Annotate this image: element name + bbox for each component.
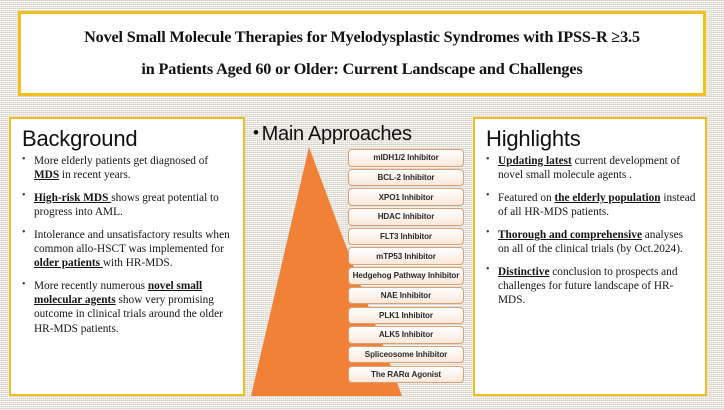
background-bullet-text: Intolerance and unsatisfactory results w… [34,228,230,256]
main-approaches-heading: •Main Approaches [253,123,412,146]
background-bullet-item: High-risk MDS shows great potential to p… [21,190,234,219]
highlights-panel-heading: Highlights [486,126,581,151]
highlights-bullet-item: Featured on the elderly population inste… [485,190,696,219]
background-bullet-text: More recently numerous [34,280,148,293]
background-bullet-text: More elderly patients get diagnosed of [34,155,209,167]
highlights-bullet-emphasis: Distinctive [498,265,550,278]
drug-class-box: Spliceosome Inhibitor [348,345,464,364]
background-bullet-list: More elderly patients get diagnosed of M… [11,153,243,336]
background-panel-heading: Background [22,126,138,151]
drug-class-box: HDAC Inhibitor [348,208,464,226]
highlights-bullet-item: Distinctive conclusion to prospects and … [485,264,696,308]
main-approaches-heading-text: Main Approaches [261,123,412,145]
highlights-bullet-text: analyses on all of the clinical trials (… [498,228,684,256]
drug-class-box: BCL-2 Inhibitor [348,168,464,187]
background-bullet-item: More recently numerous novel small molec… [21,279,234,336]
background-bullet-emphasis: MDS [34,169,60,182]
poster-title-line-2: in Patients Aged 60 or Older: Current La… [141,60,583,78]
highlights-bullet-emphasis: the elderly population [554,191,661,204]
poster-title-box: Novel Small Molecule Therapies for Myelo… [18,11,706,96]
drug-class-box: Hedgehog Pathway Inhibitor [348,267,464,285]
bullet-glyph-icon: • [253,123,259,142]
highlights-bullet-item: Updating latest current development of n… [485,153,696,182]
background-bullet-emphasis: novel small molecular agents [34,280,203,307]
background-bullet-item: More elderly patients get diagnosed of M… [21,153,234,182]
background-bullet-text: shows great potential to progress into A… [34,191,219,219]
drug-class-box: mTP53 Inhibitor [348,247,464,266]
background-bullet-text: in recent years. [59,169,131,182]
background-bullet-text: show very promising outcome in clinical … [34,294,223,335]
poster-title-line-1: Novel Small Molecule Therapies for Myelo… [84,28,640,46]
highlights-bullet-list: Updating latest current development of n… [475,153,705,308]
background-bullet-text: with HR-MDS. [102,257,173,270]
drug-class-box: PLK1 Inhibitor [348,306,464,325]
highlights-bullet-text: current development of novel small molec… [498,155,680,182]
drug-class-box: The RARα Agonist [348,365,464,384]
drug-class-box: XPO1 Inhibitor [348,188,464,206]
background-bullet-emphasis: older patients [34,257,103,270]
drug-class-box: mIDH1/2 Inhibitor [348,149,464,167]
drug-class-box: FLT3 Inhibitor [348,227,464,246]
background-bullet-item: Intolerance and unsatisfactory results w… [21,227,234,271]
highlights-bullet-text: conclusion to prospects and challenges f… [498,265,678,307]
highlights-bullet-emphasis: Updating latest [498,155,572,167]
background-bullet-emphasis: High-risk MDS [34,191,112,204]
highlights-bullet-emphasis: Thorough and comprehensive [498,228,642,241]
drug-class-box: NAE Inhibitor [348,286,464,305]
highlights-bullet-item: Thorough and comprehensive analyses on a… [485,227,696,256]
background-panel: Background More elderly patients get dia… [9,117,245,396]
highlights-bullet-text: Featured on [498,191,555,204]
highlights-panel: Highlights Updating latest current devel… [473,117,707,396]
drug-class-box: ALK5 Inhibitor [348,326,464,344]
highlights-bullet-text: instead of all HR-MDS patients. [498,191,696,219]
